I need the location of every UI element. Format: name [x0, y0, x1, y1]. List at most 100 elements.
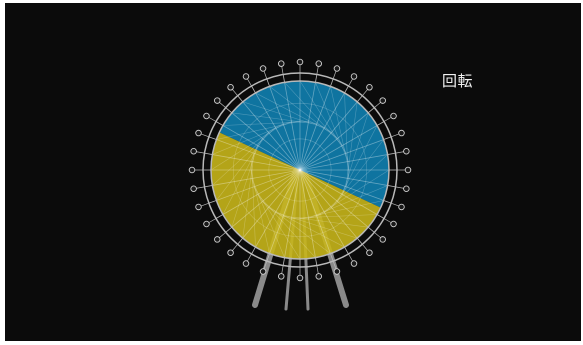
lattice-strut [257, 194, 316, 258]
gondola [398, 129, 405, 137]
gondola [259, 268, 267, 275]
lattice-strut [253, 186, 301, 260]
lattice-strut [291, 214, 378, 219]
inner-ring [250, 120, 350, 220]
spoke [299, 169, 331, 254]
spoke [242, 169, 301, 239]
spoke [299, 169, 369, 228]
rim-brace [215, 214, 224, 219]
spoke [255, 92, 301, 171]
lattice-strut [275, 212, 358, 239]
gondola [350, 260, 358, 267]
gondola [404, 166, 412, 174]
gondola [403, 147, 410, 155]
lattice-strut [299, 200, 384, 220]
gondola [277, 60, 285, 67]
lattice-strut [251, 161, 256, 248]
spoke [299, 101, 358, 171]
rim-brace [225, 107, 233, 114]
lattice-strut [242, 101, 325, 128]
gondola [227, 84, 234, 91]
gondola [333, 268, 341, 275]
gondola [366, 249, 373, 256]
lattice-strut [231, 112, 317, 125]
lattice-strut [222, 138, 263, 215]
gondola [203, 112, 210, 120]
rim-brace [225, 226, 233, 233]
ferris-wheel-scene [188, 58, 412, 311]
lattice-strut [216, 120, 301, 140]
inner-ring [232, 102, 368, 238]
rim-brace [237, 95, 244, 103]
spoke [299, 125, 378, 171]
lattice-strut [299, 80, 347, 154]
gondola [390, 220, 397, 228]
spoke [255, 169, 301, 248]
spoke [212, 154, 301, 171]
rim-brace [237, 237, 244, 245]
rim-brace [204, 185, 213, 188]
gondola [315, 273, 323, 280]
rim-brace [387, 152, 396, 155]
spoke [222, 169, 301, 215]
spoke [299, 82, 316, 171]
viewport: 回転 [5, 3, 581, 341]
gondola [203, 220, 210, 228]
spoke [299, 139, 384, 171]
gondola [188, 166, 196, 174]
spoke [212, 169, 301, 186]
lattice-strut [212, 121, 292, 155]
gondola [379, 236, 386, 243]
rim-brace [330, 78, 334, 87]
lattice-strut [308, 185, 388, 219]
spoke [299, 86, 331, 171]
lattice-strut [315, 82, 349, 162]
rotate-button[interactable]: 回転 [442, 72, 474, 90]
spoke [299, 169, 345, 248]
rim-brace [282, 257, 285, 266]
gondola [242, 260, 250, 267]
rim-brace [383, 200, 392, 204]
spoke [284, 169, 301, 258]
spoke [299, 169, 316, 258]
rim-brace [266, 78, 270, 87]
gondola [195, 203, 202, 211]
spoke [269, 86, 301, 171]
rim-brace [344, 246, 349, 255]
lattice-strut [268, 207, 345, 248]
gondola [190, 185, 197, 193]
spoke [269, 169, 301, 254]
lattice-strut [210, 123, 284, 171]
lattice-strut [284, 82, 343, 146]
lattice-strut [330, 86, 350, 171]
lattice-strut [345, 101, 358, 187]
rim-brace [367, 226, 375, 233]
gondola [190, 147, 197, 155]
lattice-strut [262, 201, 331, 254]
gondola [214, 97, 221, 104]
lattice-strut [331, 139, 384, 208]
gondola [366, 84, 373, 91]
spoke [231, 169, 301, 228]
lattice-strut [255, 92, 332, 133]
spoke [216, 139, 301, 171]
gondola [390, 112, 397, 120]
rim-brace [376, 214, 385, 219]
rim-brace [387, 185, 396, 188]
gondola [227, 249, 234, 256]
lattice-strut [344, 92, 349, 179]
spoke [299, 92, 345, 171]
rim-brace [215, 121, 224, 126]
lattice-strut [222, 121, 309, 126]
spoke [242, 101, 301, 171]
gondola [333, 65, 341, 72]
spoke [299, 154, 388, 171]
lattice-strut [337, 125, 378, 202]
spoke [299, 112, 369, 171]
spoke [216, 169, 301, 201]
rim-brace [251, 246, 256, 255]
gondola [379, 97, 386, 104]
lattice-strut [250, 169, 270, 254]
gondola [214, 236, 221, 243]
gondola [350, 73, 358, 80]
